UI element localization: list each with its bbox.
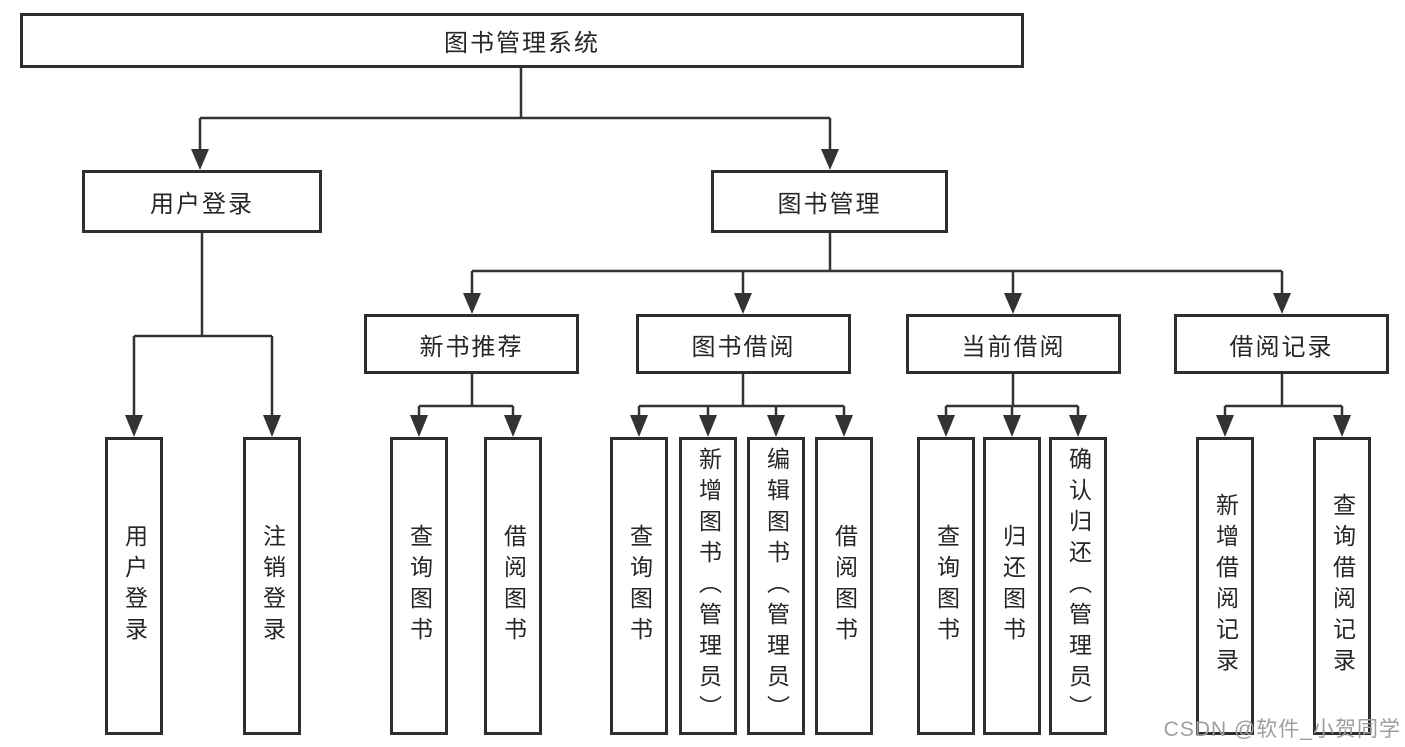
node-current-borrow-label: 当前借阅 [961, 333, 1066, 361]
leaf-bb-add-books-admin-label: 新增图书（管理员） [695, 446, 722, 726]
node-book-management: 图书管理 [711, 170, 948, 233]
arrowheads-root-to-level2 [191, 149, 839, 170]
node-borrow-records: 借阅记录 [1174, 314, 1389, 374]
node-borrow-records-label: 借阅记录 [1229, 333, 1334, 361]
leaf-br-add-record-label: 新增借阅记录 [1212, 493, 1239, 679]
leaf-cb-return-books-label: 归还图书 [999, 524, 1026, 648]
node-current-borrow: 当前借阅 [906, 314, 1121, 374]
leaf-br-query-record-label: 查询借阅记录 [1329, 493, 1356, 679]
node-user-login: 用户登录 [82, 170, 322, 233]
leaf-cb-return-books: 归还图书 [983, 437, 1041, 735]
leaf-logout-label: 注销登录 [259, 524, 286, 648]
leaf-cb-confirm-return-admin: 确认归还（管理员） [1049, 437, 1107, 735]
node-book-borrow-label: 图书借阅 [691, 333, 796, 361]
arrowheads-new-book-children [410, 415, 522, 437]
leaf-bb-edit-books-admin: 编辑图书（管理员） [747, 437, 805, 735]
arrowheads-user-login-children [125, 415, 281, 437]
node-book-borrow: 图书借阅 [636, 314, 851, 374]
leaf-bb-edit-books-admin-label: 编辑图书（管理员） [763, 446, 790, 726]
connector-borrow-records-children [1223, 374, 1344, 418]
node-new-book-recommend: 新书推荐 [364, 314, 579, 374]
node-user-login-label: 用户登录 [150, 191, 254, 218]
arrowheads-borrow-records-children [1216, 415, 1351, 437]
leaf-logout: 注销登录 [243, 437, 301, 735]
connector-book-borrow-children [637, 374, 846, 418]
connector-user-login-children [132, 233, 274, 418]
leaf-bb-query-books-label: 查询图书 [626, 524, 653, 648]
leaf-bb-borrow-books-label: 借阅图书 [831, 524, 858, 648]
node-root-label: 图书管理系统 [444, 30, 600, 57]
leaf-nb-query-books: 查询图书 [390, 437, 448, 735]
leaf-br-add-record: 新增借阅记录 [1196, 437, 1254, 735]
connector-current-borrow-children [944, 374, 1080, 418]
leaf-cb-query-books: 查询图书 [917, 437, 975, 735]
connector-root-to-level2 [198, 68, 832, 152]
arrowheads-book-management-children [463, 293, 1291, 314]
leaf-user-login: 用户登录 [105, 437, 163, 735]
arrowheads-current-borrow-children [937, 415, 1087, 437]
leaf-cb-confirm-return-admin-label: 确认归还（管理员） [1065, 446, 1092, 726]
node-book-management-label: 图书管理 [777, 191, 882, 218]
leaf-nb-borrow-books: 借阅图书 [484, 437, 542, 735]
leaf-cb-query-books-label: 查询图书 [933, 524, 960, 648]
connector-book-management-children [470, 233, 1284, 296]
leaf-nb-borrow-books-label: 借阅图书 [500, 524, 527, 648]
leaf-bb-add-books-admin: 新增图书（管理员） [679, 437, 737, 735]
leaf-bb-query-books: 查询图书 [610, 437, 668, 735]
leaf-user-login-label: 用户登录 [121, 524, 148, 648]
leaf-bb-borrow-books: 借阅图书 [815, 437, 873, 735]
leaf-nb-query-books-label: 查询图书 [406, 524, 433, 648]
csdn-watermark: CSDN @软件_小贺同学 [1163, 718, 1401, 741]
node-new-book-recommend-label: 新书推荐 [419, 333, 524, 361]
leaf-br-query-record: 查询借阅记录 [1313, 437, 1371, 735]
node-root: 图书管理系统 [20, 13, 1024, 68]
connector-new-book-children [417, 374, 515, 418]
arrowheads-book-borrow-children [630, 415, 853, 437]
